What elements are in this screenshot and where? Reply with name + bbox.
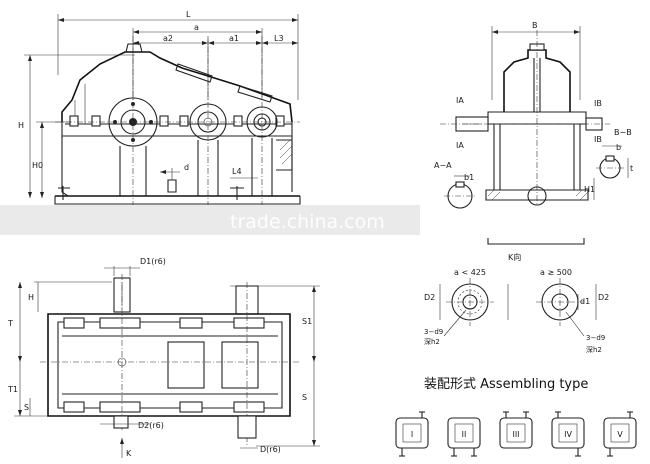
dim-T1: T1 (7, 385, 18, 394)
dim-d1: d1 (580, 297, 590, 306)
assembly-type-label: IV (564, 430, 572, 439)
dim-b: b (616, 143, 621, 152)
dim-D2-circle-b: D2 (598, 293, 609, 302)
watermark: trade.china.com (0, 205, 420, 235)
shaft-end-details: a < 425 D2 3−d9 深h2 a ≥ 500 D2 d1 3−d9 深… (424, 268, 609, 354)
dim-T: T (7, 319, 13, 328)
assembly-type-label: I (411, 430, 413, 439)
dim-S-small: S (24, 403, 29, 412)
assembly-type-1: I (395, 411, 429, 457)
label-3d9-a: 3−d9 (424, 328, 443, 336)
plan-bolt-bosses (63, 317, 265, 413)
assembly-type-label: II (462, 430, 467, 439)
housing-bolts (69, 115, 285, 127)
label-K: K (126, 449, 132, 458)
assembly-type-label: V (617, 430, 623, 439)
label-a-ge-500: a ≥ 500 (540, 268, 572, 277)
dim-b1: b1 (464, 173, 474, 182)
marker-IB-bot: IB (594, 135, 602, 144)
dim-H: H (18, 121, 24, 130)
label-a-lt-425: a < 425 (454, 268, 486, 277)
dim-D2: D2(r6) (138, 421, 164, 430)
front-view: L a a2 a1 L3 H H0 (18, 10, 301, 205)
dim-t: t (630, 164, 633, 173)
dim-D2-circle: D2 (424, 293, 435, 302)
dim-L: L (186, 10, 191, 19)
plan-view: D1(r6) H D2(r6) (7, 257, 320, 458)
dim-D: D(r6) (260, 445, 281, 454)
dim-B: B (532, 21, 538, 30)
label-h2-a: 深h2 (424, 337, 440, 346)
assembly-type-3: III (499, 411, 533, 449)
label-K-dir: K向 (508, 252, 521, 262)
marker-IA-top: IA (456, 96, 464, 105)
dim-H1: H1 (584, 185, 595, 194)
label-3d9-b: 3−d9 (586, 334, 605, 342)
assembly-type-4: IV (551, 411, 585, 457)
marker-IB-top: IB (594, 99, 602, 108)
dim-H0: H0 (32, 161, 43, 170)
marker-IA-bot: IA (456, 141, 464, 150)
dim-a2: a2 (163, 34, 173, 43)
label-AA: A−A (434, 161, 452, 170)
dim-a: a (194, 23, 199, 32)
watermark-text: trade.china.com (230, 211, 385, 233)
dim-L3: L3 (274, 34, 284, 43)
dim-a1: a1 (229, 34, 239, 43)
dim-d: d (184, 163, 189, 172)
assembly-type-2: II (447, 417, 481, 457)
dim-H-plan: H (28, 293, 34, 302)
assembly-type-5: V (603, 411, 637, 457)
dim-S: S (302, 393, 307, 402)
side-view: B IA IA IB IB B−B b t A−A (434, 21, 633, 262)
label-BB: B−B (614, 128, 632, 137)
assembly-title: 装配形式 Assembling type (424, 377, 588, 392)
dim-S1: S1 (302, 317, 312, 326)
dim-D1: D1(r6) (140, 257, 166, 266)
dim-L4: L4 (232, 167, 242, 176)
label-h2-b: 深h2 (586, 345, 602, 354)
assembly-type-label: III (512, 430, 519, 439)
